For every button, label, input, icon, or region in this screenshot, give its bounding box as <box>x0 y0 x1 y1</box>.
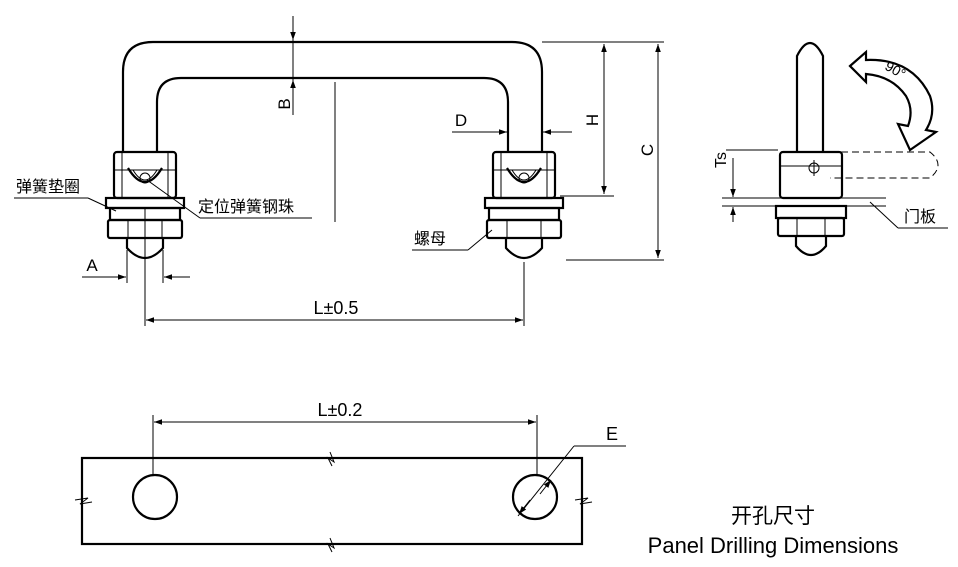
panel-label: 门板 <box>904 207 936 226</box>
dimension-d: D <box>452 108 572 152</box>
dimension-e: E <box>517 424 626 517</box>
front-view: B H C D <box>14 16 664 326</box>
right-base-assembly <box>483 150 565 260</box>
drilling-title-en: Panel Drilling Dimensions <box>648 533 899 558</box>
handle-inner-outline <box>155 76 510 152</box>
dimension-b: B <box>275 16 296 115</box>
dimension-l-front: L±0.5 <box>144 208 525 326</box>
callout-panel: 门板 <box>869 201 948 229</box>
dim-e-label: E <box>606 424 618 444</box>
dim-a-label: A <box>86 256 98 275</box>
drilling-view: L±0.2 E 开孔尺寸 Panel Drilling Dimensions <box>74 400 899 558</box>
callout-spring-washer: 弹簧垫圈 <box>14 177 117 212</box>
callout-spring-ball: 定位弹簧钢珠 <box>146 179 312 219</box>
rotation-arrow-icon: 90° <box>848 49 939 152</box>
dim-ts-label: Ts <box>713 152 730 168</box>
dimension-c: C <box>566 41 664 261</box>
callout-nut: 螺母 <box>412 229 493 251</box>
side-rod <box>795 41 825 152</box>
drill-hole-left <box>131 473 179 521</box>
dimension-ts: Ts <box>713 149 778 222</box>
drilling-panel <box>80 456 584 546</box>
side-view: Ts 门板 90° <box>713 41 948 257</box>
dim-l-drilling-label: L±0.2 <box>318 400 363 420</box>
spring-ball-label: 定位弹簧钢珠 <box>198 197 294 216</box>
dim-b-label: B <box>275 98 294 109</box>
dim-h-label: H <box>583 114 602 126</box>
dim-d-label: D <box>455 111 467 130</box>
spring-washer-label: 弹簧垫圈 <box>16 177 80 196</box>
drill-hole-right <box>511 473 559 521</box>
dimension-a: A <box>82 250 190 283</box>
dimension-l-drilling: L±0.2 <box>152 400 538 475</box>
dimension-h: H <box>542 41 614 197</box>
handle-outer-outline <box>121 40 544 152</box>
dim-c-label: C <box>638 144 657 156</box>
drilling-title-cn: 开孔尺寸 <box>731 504 815 528</box>
nut-label: 螺母 <box>414 229 446 248</box>
folded-position <box>830 151 939 179</box>
dim-l-front-label: L±0.5 <box>314 298 359 318</box>
